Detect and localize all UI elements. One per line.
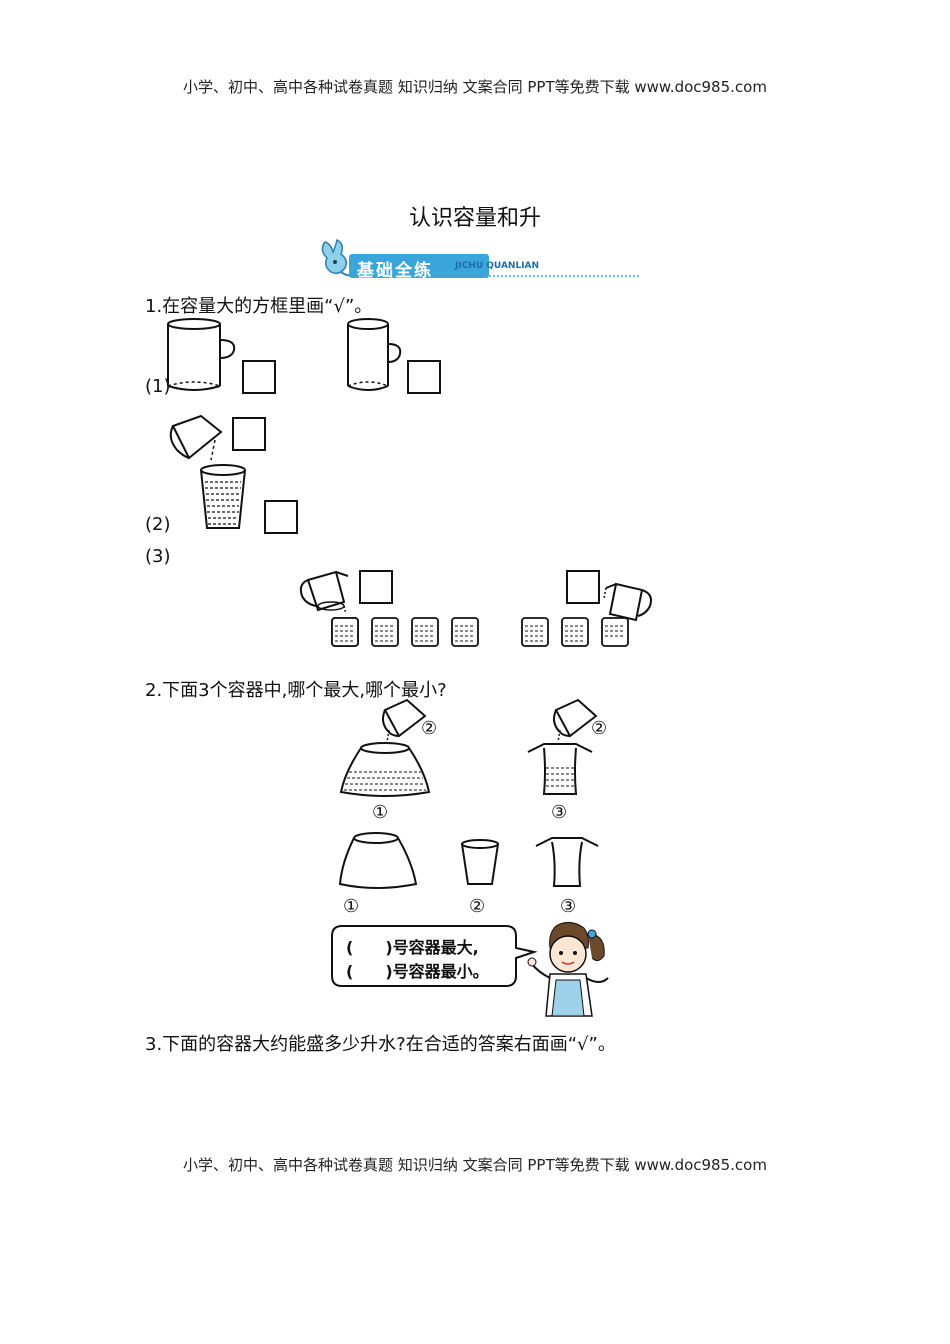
section-banner: 基础全练 JICHU QUANLIAN [305, 236, 645, 286]
page-title: 认识容量和升 [408, 206, 541, 231]
q1-answer-box-1b[interactable] [407, 360, 441, 394]
pour-into-container-3 [527, 698, 598, 795]
question-3: 3.下面的容器大约能盛多少升水?在合适的答案右面画“√”。 [145, 1034, 616, 1055]
narrow-cup-icon [347, 318, 402, 391]
speech-bubble [331, 925, 538, 987]
question-2: 2.下面3个容器中,哪个最大,哪个最小? [145, 680, 447, 701]
q2-mark-2b: ② [591, 718, 608, 739]
q1-answer-box-3b[interactable] [566, 570, 600, 604]
container-1-icon [338, 832, 418, 889]
girl-icon [527, 922, 609, 1017]
q1-answer-box-3a[interactable] [359, 570, 393, 604]
q1-label-2: (2) [145, 514, 171, 535]
q1-label-3: (3) [145, 546, 171, 567]
q1-answer-box-1a[interactable] [242, 360, 276, 394]
question-1: 1.在容量大的方框里画“√”。 [145, 296, 373, 317]
small-cups-row [331, 617, 629, 647]
q2-mark-2c: ② [469, 896, 486, 917]
q1-label-1: (1) [145, 376, 171, 397]
three-containers [338, 832, 599, 889]
banner-title: 基础全练 [357, 261, 433, 281]
wide-cup-icon [167, 318, 236, 391]
container-2-icon [461, 839, 499, 885]
q2-mark-1a: ① [372, 802, 389, 823]
page-footer: 小学、初中、高中各种试卷真题 知识归纳 文案合同 PPT等免费下载 www.do… [183, 1156, 767, 1174]
container-3-icon [535, 837, 599, 887]
banner-subtitle: JICHU QUANLIAN [455, 261, 540, 271]
q2-mark-3a: ③ [551, 802, 568, 823]
page-header: 小学、初中、高中各种试卷真题 知识归纳 文案合同 PPT等免费下载 www.do… [183, 78, 767, 96]
q2-mark-2a: ② [421, 718, 438, 739]
pour-into-container-1 [339, 698, 431, 797]
speech-line-1: ( )号容器最大, [346, 938, 479, 957]
q1-answer-box-2a[interactable] [232, 417, 266, 451]
pitcher-left-icon [299, 570, 349, 615]
q1-answer-box-2b[interactable] [264, 500, 298, 534]
q2-mark-1b: ① [343, 896, 360, 917]
speech-line-2: ( )号容器最小。 [346, 962, 489, 981]
q2-mark-3b: ③ [560, 896, 577, 917]
pouring-cup-icon [169, 414, 246, 529]
pitcher-right-icon [603, 582, 652, 622]
bunny-icon [321, 238, 640, 278]
